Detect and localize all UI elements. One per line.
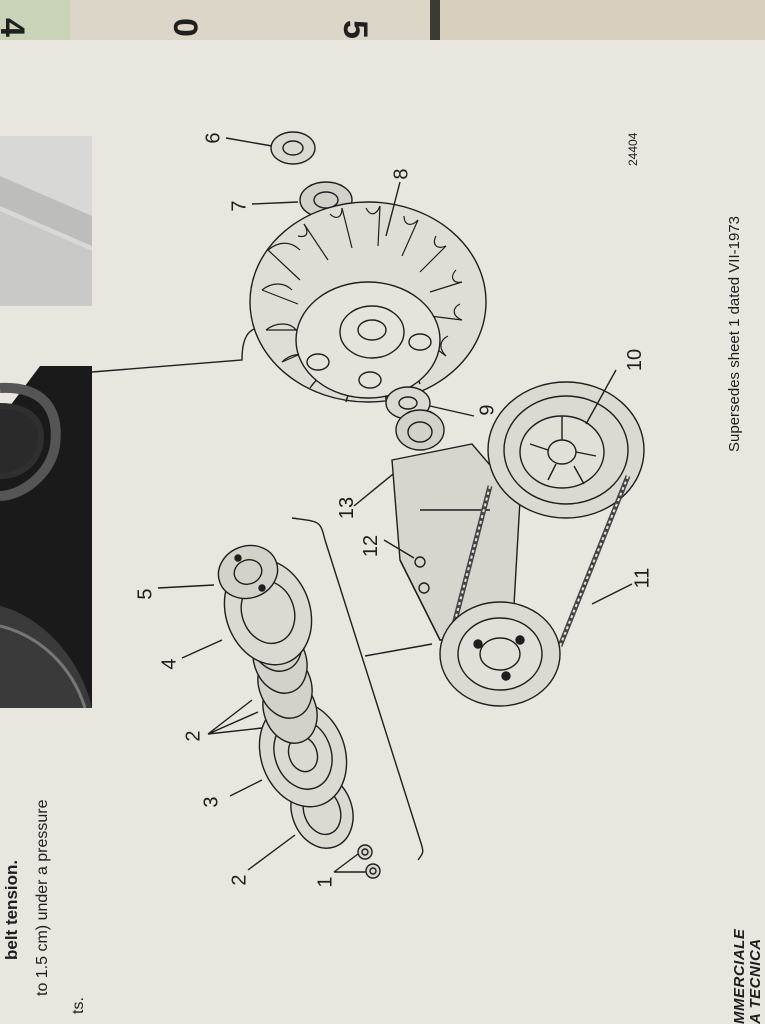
callout-number-2: 2 — [228, 874, 251, 886]
tab-number: 4 — [0, 18, 31, 37]
callout-number-12: 12 — [360, 534, 383, 558]
part-1-nuts — [333, 844, 381, 879]
part-11-belt — [447, 475, 633, 647]
callout-number-6: 6 — [202, 132, 225, 144]
part-8-fan — [249, 181, 487, 403]
engine-photo-lower — [0, 366, 92, 708]
callout-number-7: 7 — [228, 200, 251, 212]
callout-number-2-shims: 2 — [182, 730, 205, 742]
part-13-hub-nut — [353, 409, 445, 507]
tab-number: 5 — [335, 20, 374, 39]
exploded-parts-diagram — [157, 131, 645, 879]
engine-photo-upper — [0, 136, 92, 306]
callout-number-11: 11 — [631, 567, 654, 589]
lower-pulley — [439, 601, 561, 707]
tab-number: 0 — [165, 18, 204, 37]
bracket-leader — [364, 643, 433, 657]
manual-page: 2 belt tension. to 1.5 cm) under a press… — [0, 40, 765, 1024]
callout-number-5: 5 — [134, 588, 157, 600]
callout-number-9: 9 — [476, 404, 499, 416]
callout-number-4: 4 — [158, 658, 181, 670]
callout-number-3: 3 — [200, 796, 223, 808]
callout-number-10: 10 — [624, 348, 647, 372]
part-6-washer — [225, 131, 316, 165]
callout-number-13: 13 — [336, 496, 359, 520]
callout-number-1: 1 — [314, 876, 337, 888]
part-10-large-pulley — [487, 369, 645, 519]
group-bracket — [291, 517, 424, 861]
part-5-hub — [157, 544, 279, 600]
callout-number-8: 8 — [390, 168, 413, 180]
